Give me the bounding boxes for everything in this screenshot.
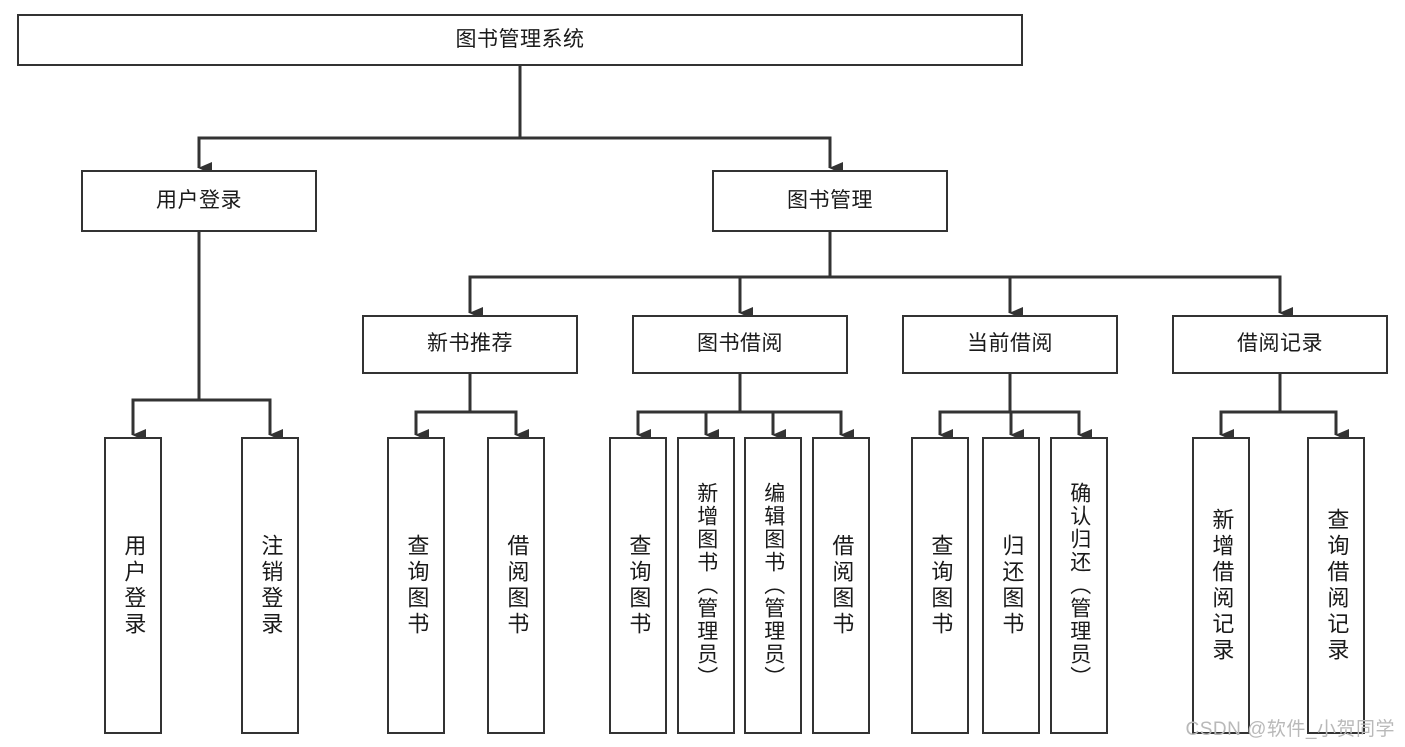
node-label: 编辑图书（管理员） <box>761 482 785 689</box>
node-label: 查询图书 <box>626 533 652 638</box>
watermark-text: CSDN @软件_小贺同学 <box>1185 719 1395 740</box>
node-label: 新增图书（管理员） <box>694 482 718 689</box>
node-label: 注销登录 <box>258 533 284 638</box>
node-leaf-query-book-borrow[interactable]: 查询图书 <box>609 437 667 734</box>
node-leaf-edit-book[interactable]: 编辑图书（管理员） <box>744 437 802 734</box>
node-label: 用户登录 <box>121 533 147 638</box>
node-leaf-add-record[interactable]: 新增借阅记录 <box>1192 437 1250 734</box>
node-borrow-record[interactable]: 借阅记录 <box>1172 315 1388 374</box>
node-label: 查询图书 <box>404 533 430 638</box>
node-leaf-confirm-return[interactable]: 确认归还（管理员） <box>1050 437 1108 734</box>
node-leaf-borrow-book[interactable]: 借阅图书 <box>812 437 870 734</box>
node-leaf-user-logout[interactable]: 注销登录 <box>241 437 299 734</box>
node-leaf-user-login[interactable]: 用户登录 <box>104 437 162 734</box>
node-leaf-return-book[interactable]: 归还图书 <box>982 437 1040 734</box>
node-new-book-rec[interactable]: 新书推荐 <box>362 315 578 374</box>
node-label: 借阅记录 <box>1237 332 1323 356</box>
node-book-borrow[interactable]: 图书借阅 <box>632 315 848 374</box>
node-leaf-query-book-rec[interactable]: 查询图书 <box>387 437 445 734</box>
node-label: 图书借阅 <box>697 332 783 356</box>
node-leaf-add-book[interactable]: 新增图书（管理员） <box>677 437 735 734</box>
node-label: 确认归还（管理员） <box>1067 482 1091 689</box>
node-root[interactable]: 图书管理系统 <box>17 14 1023 66</box>
node-leaf-query-record[interactable]: 查询借阅记录 <box>1307 437 1365 734</box>
node-label: 借阅图书 <box>829 533 855 638</box>
node-label: 查询图书 <box>928 533 954 638</box>
node-leaf-query-book-cur[interactable]: 查询图书 <box>911 437 969 734</box>
node-label: 新书推荐 <box>427 332 513 356</box>
node-label: 借阅图书 <box>504 533 530 638</box>
node-label: 新增借阅记录 <box>1209 507 1235 664</box>
node-label: 查询借阅记录 <box>1324 507 1350 664</box>
node-leaf-borrow-book-rec[interactable]: 借阅图书 <box>487 437 545 734</box>
node-label: 图书管理系统 <box>455 27 585 51</box>
node-label: 归还图书 <box>999 533 1025 638</box>
node-current-borrow[interactable]: 当前借阅 <box>902 315 1118 374</box>
node-label: 用户登录 <box>156 188 242 212</box>
node-book-manage[interactable]: 图书管理 <box>712 170 948 232</box>
node-user-login[interactable]: 用户登录 <box>81 170 317 232</box>
node-label: 图书管理 <box>787 188 873 212</box>
node-label: 当前借阅 <box>967 332 1053 356</box>
